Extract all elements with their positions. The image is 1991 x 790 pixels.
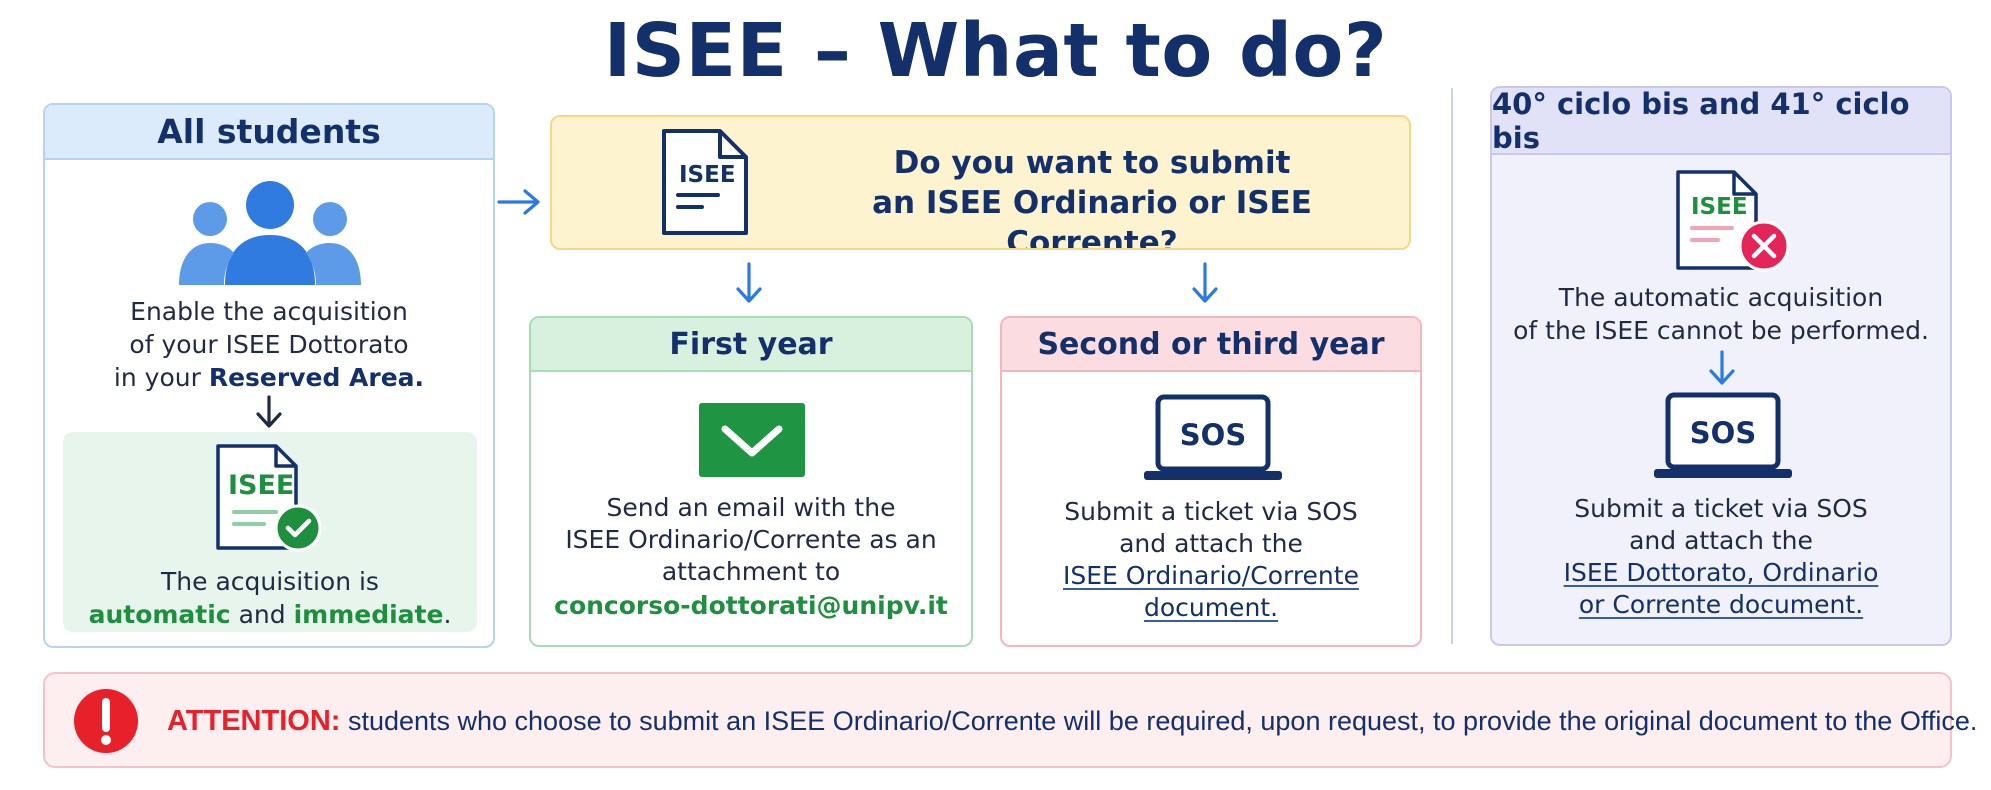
ciclo-bis-line3: Submit a ticket via SOS xyxy=(1574,494,1868,523)
second-year-line1: Submit a ticket via SOS xyxy=(1064,497,1358,526)
isee-document-icon xyxy=(658,127,754,239)
question-line1: Do you want to submit xyxy=(893,145,1291,181)
all-students-header-label: All students xyxy=(157,112,381,151)
result-end: . xyxy=(443,600,452,629)
warning-icon xyxy=(73,688,139,754)
users-icon xyxy=(177,177,363,287)
page-title: ISEE – What to do? xyxy=(603,8,1388,94)
ciclo-bis-sos-label: SOS xyxy=(1689,416,1757,450)
ciclo-bis-panel: 40° ciclo bis and 41° ciclo bis ISEE The… xyxy=(1490,86,1952,646)
all-students-panel: All students Enable the acquisition of y… xyxy=(43,103,495,648)
email-envelope-icon xyxy=(699,403,805,477)
second-year-instructions: Submit a ticket via SOS and attach the I… xyxy=(1002,496,1420,624)
attention-message: ATTENTION: students who choose to submit… xyxy=(167,704,1977,738)
ciclo-bis-instructions: Submit a ticket via SOS and attach the I… xyxy=(1492,493,1950,621)
ciclo-bis-header-label: 40° ciclo bis and 41° ciclo bis xyxy=(1492,86,1910,155)
question-doc-label: ISEE xyxy=(679,162,736,188)
ciclo-bis-notice: The automatic acquisition of the ISEE ca… xyxy=(1492,281,1950,347)
sos-laptop-label: SOS xyxy=(1179,418,1247,452)
result-and: and xyxy=(230,600,294,629)
automatic-result-box: ISEE The acquisition is automatic and im… xyxy=(63,432,477,632)
all-students-doc-label: ISEE xyxy=(228,470,295,501)
automatic-text: automatic xyxy=(88,600,231,629)
second-year-document-link2[interactable]: document. xyxy=(1143,593,1279,622)
ciclo-bis-line1: The automatic acquisition xyxy=(1558,283,1884,312)
first-year-instructions: Send an email with the ISEE Ordinario/Co… xyxy=(531,492,971,622)
result-line1: The acquisition is xyxy=(161,567,379,596)
second-year-header-label: Second or third year xyxy=(1037,326,1385,362)
first-year-panel: First year Send an email with the ISEE O… xyxy=(529,316,973,647)
reserved-area-text: Reserved Area. xyxy=(208,363,425,392)
immediate-text: immediate xyxy=(293,600,444,629)
first-year-line1: Send an email with the xyxy=(606,493,896,522)
ciclo-bis-line2: of the ISEE cannot be performed. xyxy=(1513,316,1929,345)
all-students-line2: of your ISEE Dottorato xyxy=(129,330,409,359)
arrow-down-icon xyxy=(255,395,283,429)
all-students-line3-pre: in your xyxy=(113,363,209,392)
all-students-line3: in your Reserved Area. xyxy=(45,361,493,394)
question-text: Do you want to submit an ISEE Ordinario … xyxy=(792,143,1392,250)
ciclo-bis-arrow-down-icon xyxy=(1708,350,1736,386)
isee-check-document-icon xyxy=(198,442,328,554)
arrow-right-icon xyxy=(495,187,543,217)
first-year-line2: ISEE Ordinario/Corrente as an xyxy=(565,525,937,554)
arrow-down-second-year-icon xyxy=(1191,262,1219,306)
ciclo-bis-sos-laptop-icon xyxy=(1652,391,1794,483)
ciclo-bis-document-link1[interactable]: ISEE Dottorato, Ordinario xyxy=(1563,558,1879,587)
email-address-link[interactable]: concorso-dottorati@unipv.it xyxy=(554,591,948,620)
ciclo-bis-header: 40° ciclo bis and 41° ciclo bis xyxy=(1492,88,1950,155)
automatic-result-text: The acquisition is automatic and immedia… xyxy=(63,565,477,631)
question-line2: an ISEE Ordinario or ISEE Corrente? xyxy=(872,185,1312,250)
all-students-line1: Enable the acquisition xyxy=(130,297,408,326)
second-year-header: Second or third year xyxy=(1002,318,1420,372)
second-year-panel: Second or third year SOS Submit a ticket… xyxy=(1000,316,1422,647)
second-year-link2-wrap: document. xyxy=(1002,592,1420,624)
ciclo-bis-document-link2[interactable]: or Corrente document. xyxy=(1578,590,1864,619)
first-year-header-label: First year xyxy=(669,326,833,362)
attention-label: ATTENTION: xyxy=(167,705,341,737)
attention-text: students who choose to submit an ISEE Or… xyxy=(340,706,1978,736)
second-year-document-link1[interactable]: ISEE Ordinario/Corrente xyxy=(1063,561,1359,590)
isee-error-document-icon xyxy=(1674,168,1794,278)
all-students-instructions: Enable the acquisition of your ISEE Dott… xyxy=(45,295,493,394)
ciclo-bis-doc-label: ISEE xyxy=(1691,194,1748,220)
first-year-line3: attachment to xyxy=(661,557,841,586)
result-line2: automatic and immediate. xyxy=(63,598,477,631)
sos-laptop-icon xyxy=(1142,393,1284,483)
first-year-header: First year xyxy=(531,318,971,372)
section-divider xyxy=(1451,88,1453,644)
arrow-down-first-year-icon xyxy=(735,262,763,306)
question-box: ISEE Do you want to submit an ISEE Ordin… xyxy=(550,115,1411,250)
attention-bar: ATTENTION: students who choose to submit… xyxy=(43,672,1977,768)
ciclo-bis-line4: and attach the xyxy=(1629,526,1813,555)
all-students-header: All students xyxy=(45,105,493,160)
second-year-line2: and attach the xyxy=(1119,529,1303,558)
